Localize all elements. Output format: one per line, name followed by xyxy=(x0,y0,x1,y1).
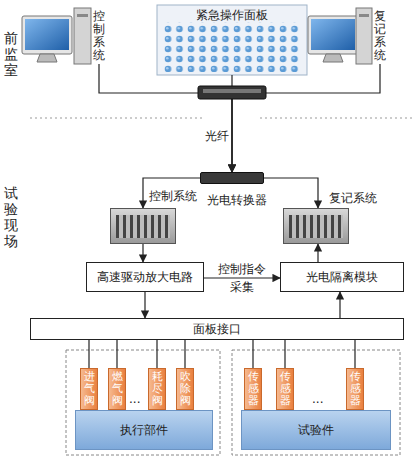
chassis-device: 复记系统 xyxy=(283,208,349,244)
monitor-screen xyxy=(311,19,355,50)
sensor-box: 传感器 xyxy=(244,368,262,410)
connector xyxy=(156,340,157,368)
connector xyxy=(99,64,232,172)
tower-slot xyxy=(77,14,88,17)
connector xyxy=(354,340,355,368)
text-label: 光纤 xyxy=(205,128,229,145)
node-text: 光电隔离模块 xyxy=(306,270,378,284)
panel-box: 紧急操作面板 xyxy=(157,5,307,75)
base-box: 试验件 xyxy=(241,410,391,450)
connector xyxy=(142,244,143,262)
switch-ports xyxy=(203,89,261,93)
chassis-device: 控制系统 xyxy=(110,208,176,244)
process-box: 高速驱动放大电路 xyxy=(86,262,204,292)
connector xyxy=(144,292,145,318)
text-label: ... xyxy=(312,392,323,406)
monitor-stand xyxy=(323,54,343,62)
node-text: 传感器 xyxy=(349,371,361,407)
text-label: 试验现场 xyxy=(3,185,18,249)
computer-node: 复记系统 xyxy=(373,10,387,64)
panel-frame xyxy=(157,5,307,75)
node-text: 进气阀 xyxy=(83,371,95,407)
node-text: 燃气阀 xyxy=(111,371,123,407)
connector xyxy=(232,64,380,172)
connector xyxy=(116,340,117,368)
text-label: ... xyxy=(129,392,140,406)
connector xyxy=(184,340,185,368)
base-box: 执行部件 xyxy=(75,410,213,450)
node-text: 耗尽阀 xyxy=(151,371,163,407)
monitor-screen xyxy=(25,19,69,50)
monitor-symbol xyxy=(22,16,72,54)
tower-symbol xyxy=(356,8,372,64)
connector xyxy=(284,340,285,368)
node-text: 试验件 xyxy=(298,423,334,437)
node-text: 光电转换器 xyxy=(207,193,267,207)
valve-box: 耗尽阀 xyxy=(148,368,166,410)
converter-device: 光电转换器 xyxy=(200,172,264,184)
process-box: 光电隔离模块 xyxy=(280,262,404,292)
button-grid xyxy=(163,22,301,72)
monitor-symbol xyxy=(308,16,358,54)
valve-box: 燃气阀 xyxy=(108,368,126,410)
connector xyxy=(143,178,200,208)
connector xyxy=(264,178,318,208)
interface-bar: 面板接口 xyxy=(30,318,404,340)
node-text: 复记系统 xyxy=(373,10,386,62)
valve-box: 进气阀 xyxy=(80,368,98,410)
node-text: 传感器 xyxy=(279,371,291,407)
node-text: 面板接口 xyxy=(193,322,241,336)
node-text: 控制系统 xyxy=(92,10,105,62)
switch-symbol xyxy=(198,86,266,99)
connector xyxy=(252,340,253,368)
text-label: 前监室 xyxy=(3,30,18,78)
connector xyxy=(317,244,318,262)
connector xyxy=(339,292,340,318)
computer-node: 控制系统 xyxy=(92,10,106,64)
zone-separator xyxy=(30,118,205,119)
node-text: 吹除阀 xyxy=(179,371,191,407)
monitor-stand xyxy=(37,54,57,62)
node-text: 高速驱动放大电路 xyxy=(97,270,193,284)
node-text: 紧急操作面板 xyxy=(196,8,268,22)
sensor-box: 传感器 xyxy=(346,368,364,410)
sensor-box: 传感器 xyxy=(276,368,294,410)
connector xyxy=(88,340,89,368)
connector xyxy=(204,277,280,278)
node-text: 传感器 xyxy=(247,371,259,407)
valve-box: 吹除阀 xyxy=(176,368,194,410)
edge-label: 控制指令 采集 xyxy=(216,260,268,296)
tower-symbol xyxy=(74,8,91,64)
node-text: 控制系统 xyxy=(149,189,197,203)
group-outline xyxy=(232,350,400,455)
tower-slot xyxy=(359,14,369,17)
node-text: 执行部件 xyxy=(120,423,168,437)
zone-separator xyxy=(260,118,414,119)
node-text: 复记系统 xyxy=(329,191,377,205)
